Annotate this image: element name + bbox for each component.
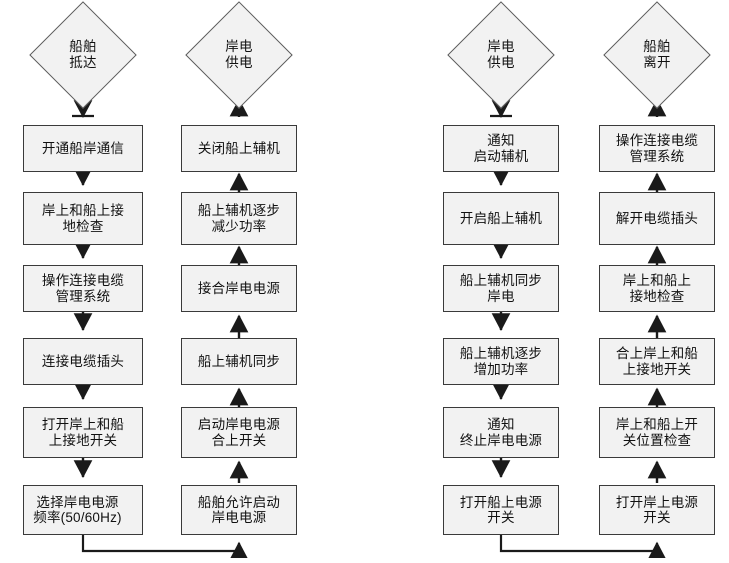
node-label: 通知 终止岸电电源: [459, 417, 543, 448]
node-label: 船舶允许启动 岸电电源: [197, 494, 281, 525]
diamond-label: 岸电 供电: [225, 39, 253, 70]
node-label: 船上辅机同步: [197, 353, 281, 369]
node-label: 岸上和船上开 关位置检查: [615, 417, 699, 448]
node-label: 打开岸上和船 上接地开关: [41, 417, 125, 448]
node-col1-step4[interactable]: 连接电缆插头: [23, 338, 143, 385]
node-label: 开通船岸通信: [41, 140, 125, 156]
node-col2-step6[interactable]: 船舶允许启动 岸电电源: [181, 485, 297, 535]
node-col2-step1[interactable]: 关闭船上辅机: [181, 125, 297, 172]
node-col2-step3[interactable]: 接合岸电电源: [181, 265, 297, 312]
node-col3-step2[interactable]: 开启船上辅机: [443, 192, 559, 245]
node-col4-step2[interactable]: 解开电缆插头: [599, 192, 715, 245]
diamond-label: 岸电 供电: [487, 39, 515, 70]
node-col4-step6[interactable]: 打开岸上电源 开关: [599, 485, 715, 535]
node-col3-step1[interactable]: 通知 启动辅机: [443, 125, 559, 172]
node-label: 通知 启动辅机: [473, 133, 529, 164]
node-col4-step3[interactable]: 岸上和船上 接地检查: [599, 265, 715, 312]
node-label: 连接电缆插头: [41, 353, 125, 369]
node-label: 船上辅机同步 岸电: [459, 273, 543, 304]
node-label: 操作连接电缆 管理系统: [41, 273, 125, 304]
node-col3-step5[interactable]: 通知 终止岸电电源: [443, 407, 559, 458]
node-label: 岸上和船上 接地检查: [622, 273, 692, 304]
node-label: 接合岸电电源: [197, 280, 281, 296]
node-col2-step5[interactable]: 启动岸电电源 合上开关: [181, 407, 297, 458]
node-label: 打开岸上电源 开关: [615, 494, 699, 525]
node-label: 岸上和船上接 地检查: [41, 203, 125, 234]
start-node-shore-power-supply[interactable]: 岸电 供电: [185, 1, 293, 109]
node-label: 船上辅机逐步 增加功率: [459, 346, 543, 377]
node-col4-step1[interactable]: 操作连接电缆 管理系统: [599, 125, 715, 172]
node-col2-step4[interactable]: 船上辅机同步: [181, 338, 297, 385]
node-col1-step1[interactable]: 开通船岸通信: [23, 125, 143, 172]
node-col1-step6[interactable]: 选择岸电电源 频率(50/60Hz): [23, 485, 143, 535]
start-node-ship-departure[interactable]: 船舶 离开: [603, 1, 711, 109]
node-col1-step2[interactable]: 岸上和船上接 地检查: [23, 192, 143, 245]
node-label: 操作连接电缆 管理系统: [615, 133, 699, 164]
node-label: 解开电缆插头: [615, 210, 699, 226]
start-node-shore-power-supply-end[interactable]: 岸电 供电: [447, 1, 555, 109]
node-col3-step3[interactable]: 船上辅机同步 岸电: [443, 265, 559, 312]
node-col4-step4[interactable]: 合上岸上和船 上接地开关: [599, 338, 715, 385]
node-label: 开启船上辅机: [459, 210, 543, 226]
node-col1-step5[interactable]: 打开岸上和船 上接地开关: [23, 407, 143, 458]
node-col1-step3[interactable]: 操作连接电缆 管理系统: [23, 265, 143, 312]
diamond-label: 船舶 离开: [643, 39, 671, 70]
node-col3-step6[interactable]: 打开船上电源 开关: [443, 485, 559, 535]
node-label: 选择岸电电源 频率(50/60Hz): [33, 494, 122, 525]
node-label: 合上岸上和船 上接地开关: [615, 346, 699, 377]
node-col2-step2[interactable]: 船上辅机逐步 减少功率: [181, 192, 297, 245]
node-label: 船上辅机逐步 减少功率: [197, 203, 281, 234]
diamond-label: 船舶 抵达: [69, 39, 97, 70]
node-label: 启动岸电电源 合上开关: [197, 417, 281, 448]
node-label: 关闭船上辅机: [197, 140, 281, 156]
start-node-ship-arrival[interactable]: 船舶 抵达: [29, 1, 137, 109]
node-col4-step5[interactable]: 岸上和船上开 关位置检查: [599, 407, 715, 458]
node-label: 打开船上电源 开关: [459, 494, 543, 525]
node-col3-step4[interactable]: 船上辅机逐步 增加功率: [443, 338, 559, 385]
